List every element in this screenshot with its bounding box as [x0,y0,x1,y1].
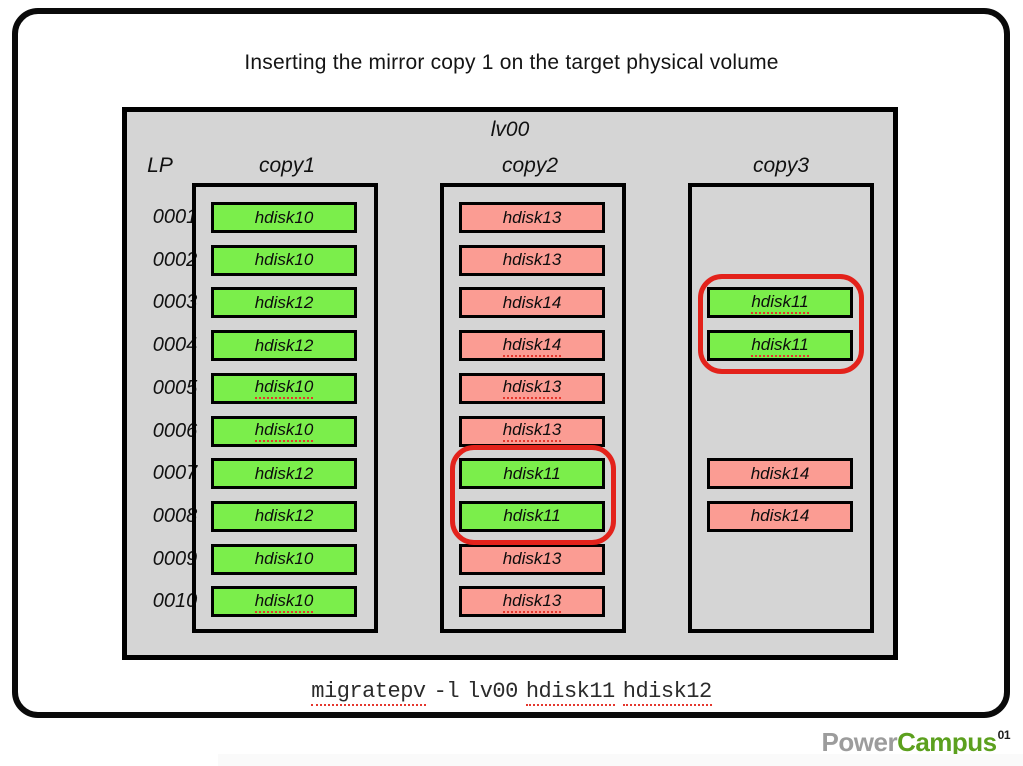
disk-cell-copy2-row1: hdisk13 [459,202,605,233]
highlight-ring-copy3 [698,274,864,375]
copy3-column-header: copy3 [752,154,810,177]
disk-cell-copy2-row9: hdisk13 [459,543,605,575]
bottom-shadow-strip [218,754,1023,766]
disk-cell-label: hdisk12 [254,292,314,312]
disk-cell-label: hdisk13 [502,549,562,569]
lp-number-label: 0001 [152,206,198,228]
migratepv-command: migratepv -l lv00 hdisk11 hdisk12 [0,679,1023,706]
disk-cell-label: hdisk13 [502,250,562,270]
disk-cell-label: hdisk13 [502,591,562,613]
disk-cell-label: hdisk10 [254,207,314,227]
copy2-column-header: copy2 [501,154,559,177]
copy1-column-header: copy1 [258,154,316,177]
lp-number-label: 0009 [152,547,198,570]
logical-volume-box: lv00 LP copy1 copy2 copy3 0001 0002 0003 00… [122,107,898,660]
disk-cell-label: hdisk11 [751,335,809,357]
disk-cell-copy1-row6: hdisk10 [211,415,357,447]
lp-number-label: 0006 [152,419,198,442]
disk-cell-label: hdisk14 [502,335,562,357]
disk-cell-copy2-row5: hdisk13 [459,372,605,404]
logo-part-campus: Campus [897,727,997,757]
command-word: hdisk12 [622,679,712,706]
command-word: lv00 [467,679,518,704]
copy1-box: hdisk10 hdisk10 hdisk12 hdisk12 hdisk10 hdisk… [192,183,378,633]
lp-number-label: 0005 [152,376,198,399]
command-word: migratepv [311,679,426,706]
disk-cell-label: hdisk12 [254,506,314,526]
disk-cell-copy1-row5: hdisk10 [211,372,357,404]
disk-cell-label: hdisk10 [254,250,314,270]
disk-cell-copy1-row2: hdisk10 [211,244,357,276]
volume-name-label: lv00 [490,118,530,141]
command-word: -l [433,679,460,704]
disk-cell-copy1-row1: hdisk10 [211,202,357,233]
disk-cell-label: hdisk13 [502,207,562,227]
lp-column-header: LP [147,154,173,177]
disk-cell-label: hdisk10 [254,377,314,400]
disk-cell-copy2-row6: hdisk13 [459,415,605,447]
disk-cell-label: hdisk11 [751,292,809,314]
disk-cell-copy2-row3: hdisk14 [459,287,605,319]
lp-number-label: 0008 [152,504,198,527]
disk-cell-label: hdisk14 [750,463,810,483]
disk-cell-copy2-row10: hdisk13 [459,586,605,618]
disk-cell-label: hdisk12 [254,335,314,355]
disk-cell-label: hdisk13 [502,420,562,442]
disk-cell-copy1-row3: hdisk12 [211,287,357,319]
disk-cell-copy3-row3: hdisk11 [707,287,853,319]
disk-cell-copy1-row9: hdisk10 [211,543,357,575]
slide-title: Inserting the mirror copy 1 on the targe… [244,51,779,74]
disk-cell-label: hdisk12 [254,463,314,483]
command-word: hdisk11 [525,679,615,706]
logo-part-power: Power [821,727,898,757]
highlight-ring-copy2 [450,445,616,545]
disk-cell-copy1-row8: hdisk12 [211,500,357,532]
disk-cell-label: hdisk14 [750,506,810,526]
lp-number-label: 0004 [152,334,198,357]
powercampus-logo: PowerCampus01 [821,727,1011,758]
disk-cell-label: hdisk14 [502,292,562,312]
lp-number-label: 0002 [152,248,198,271]
disk-cell-copy2-row4: hdisk14 [459,330,605,362]
disk-cell-copy1-row4: hdisk12 [211,330,357,362]
disk-cell-label: hdisk13 [502,377,562,400]
disk-cell-copy2-row8: hdisk11 [459,500,605,532]
copy2-box: hdisk13 hdisk13 hdisk14 hdisk14 hdisk13 hdisk… [440,183,626,633]
copy3-box: hdisk11 hdisk11 hdisk14 hdisk14 [688,183,874,633]
disk-cell-label: hdisk11 [503,506,561,526]
disk-cell-label: hdisk10 [254,549,314,569]
disk-cell-copy1-row7: hdisk12 [211,458,357,490]
lp-number-label: 0007 [152,462,198,485]
disk-cell-copy2-row2: hdisk13 [459,244,605,276]
disk-cell-copy3-row7: hdisk14 [707,458,853,490]
logo-superscript: 01 [997,728,1011,743]
disk-cell-copy1-row10: hdisk10 [211,586,357,618]
disk-cell-label: hdisk10 [254,420,314,442]
disk-cell-copy3-row4: hdisk11 [707,330,853,362]
disk-cell-label: hdisk11 [503,463,561,483]
disk-cell-label: hdisk10 [254,591,314,613]
lp-number-label: 0003 [152,291,198,314]
disk-cell-copy3-row8: hdisk14 [707,500,853,532]
disk-cell-copy2-row7: hdisk11 [459,458,605,490]
lp-number-label: 0010 [152,590,198,613]
